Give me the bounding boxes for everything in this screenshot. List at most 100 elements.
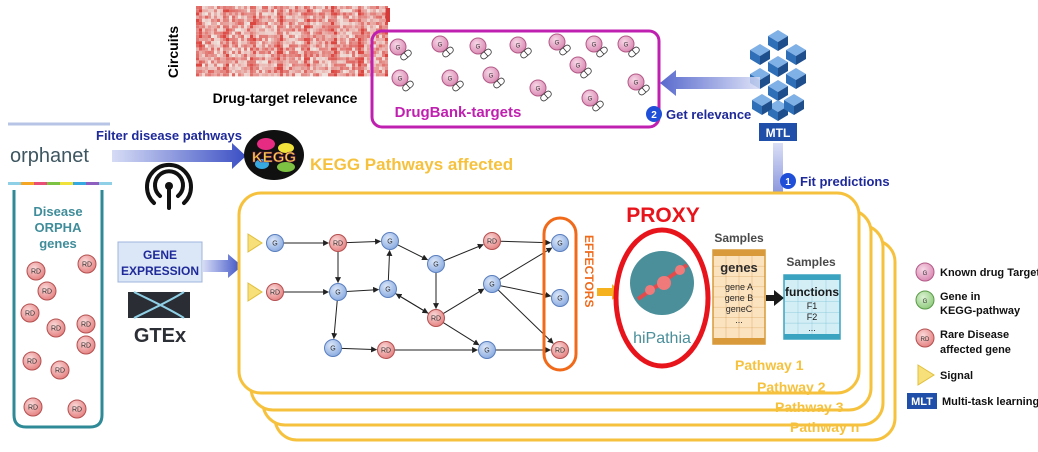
heatmap-cell — [346, 47, 349, 51]
heatmap-cell — [214, 73, 217, 77]
heatmap-cell — [220, 6, 223, 10]
heatmap-cell — [340, 66, 343, 70]
heatmap-cell — [271, 41, 274, 45]
heatmap-cell — [310, 60, 313, 64]
heatmap-cell — [289, 22, 292, 26]
heatmap-cell — [316, 9, 319, 13]
heatmap-cell — [376, 60, 379, 64]
heatmap-cell — [331, 70, 334, 74]
heatmap-cell — [337, 54, 340, 58]
heatmap-cell — [274, 12, 277, 16]
heatmap-cell — [268, 34, 271, 38]
heatmap-cell — [379, 63, 382, 67]
heatmap-cell — [337, 63, 340, 67]
heatmap-cell — [268, 38, 271, 42]
heatmap-cell — [283, 28, 286, 32]
heatmap-cell — [280, 73, 283, 77]
heatmap-cell — [259, 38, 262, 42]
heatmap-cell — [202, 34, 205, 38]
heatmap-cell — [367, 22, 370, 26]
pathway-edge — [443, 288, 485, 315]
heatmap-cell — [277, 66, 280, 70]
heatmap-cell — [385, 50, 388, 54]
heatmap-cell — [223, 18, 226, 22]
heatmap-cell — [364, 73, 367, 77]
heatmap-cell — [322, 25, 325, 29]
heatmap-cell — [268, 57, 271, 61]
heatmap-cell — [379, 41, 382, 45]
heatmap-cell — [322, 34, 325, 38]
heatmap-cell — [289, 38, 292, 42]
pathway-gene-node-circle — [266, 234, 284, 252]
heatmap-cell — [298, 73, 301, 77]
heatmap-cell — [235, 22, 238, 26]
heatmap-cell — [277, 34, 280, 38]
heatmap-cell — [268, 9, 271, 13]
heatmap-cell — [268, 6, 271, 10]
mtl-network-icon: MTL — [750, 30, 806, 141]
heatmap-cell — [289, 47, 292, 51]
heatmap-cell — [265, 6, 268, 10]
heatmap-cell — [364, 50, 367, 54]
heatmap-cell — [223, 15, 226, 19]
pathway-gene-node: G — [483, 275, 501, 293]
heatmap-cell — [322, 47, 325, 51]
heatmap-cell — [223, 25, 226, 29]
heatmap-cell — [208, 28, 211, 32]
heatmap-cell — [238, 12, 241, 16]
heatmap-cell — [253, 18, 256, 22]
heatmap-cell — [196, 31, 199, 35]
heatmap-cell — [325, 38, 328, 42]
heatmap-cell — [196, 47, 199, 51]
heatmap-cell — [319, 34, 322, 38]
pathway-gene-node: G — [381, 232, 399, 250]
heatmap-cell — [229, 31, 232, 35]
heatmap-cell — [235, 31, 238, 35]
heatmap-cell — [238, 47, 241, 51]
heatmap-cell — [352, 47, 355, 51]
heatmap-cell — [331, 15, 334, 19]
disease-node-5-letter: RD — [81, 322, 91, 329]
mtl-cube-10 — [784, 94, 804, 115]
heatmap-cell — [256, 47, 259, 51]
heatmap-cell — [247, 12, 250, 16]
heatmap-cell — [307, 60, 310, 64]
heatmap-cell — [361, 70, 364, 74]
heatmap-cell — [280, 70, 283, 74]
heatmap-cell — [280, 34, 283, 38]
heatmap-cell — [289, 18, 292, 22]
pathway-gene-node: G — [329, 283, 347, 301]
heatmap-cell — [265, 54, 268, 58]
heatmap-cell — [367, 6, 370, 10]
heatmap-cell — [292, 38, 295, 42]
heatmap-cell — [247, 70, 250, 74]
heatmap-cell — [292, 25, 295, 29]
heatmap-cell — [250, 34, 253, 38]
heatmap-cell — [349, 22, 352, 26]
heatmap-cell — [349, 73, 352, 77]
heatmap-cell — [214, 50, 217, 54]
heatmap-cell — [307, 12, 310, 16]
drugbank-node-13-letter: G — [634, 81, 639, 87]
heatmap-cell — [352, 57, 355, 61]
heatmap-cell — [373, 73, 376, 77]
heatmap-cell — [316, 38, 319, 42]
disease-node-11: RD — [67, 399, 87, 419]
heatmap-cell — [241, 38, 244, 42]
heatmap-cell — [277, 44, 280, 48]
heatmap-cell — [262, 44, 265, 48]
heatmap-cell — [268, 73, 271, 77]
heatmap-cell — [349, 44, 352, 48]
heatmap-cell — [244, 70, 247, 74]
heatmap-cell — [304, 41, 307, 45]
heatmap-cell — [298, 28, 301, 32]
heatmap-cell — [313, 70, 316, 74]
heatmap-cell — [271, 70, 274, 74]
heatmap-cell — [250, 28, 253, 32]
pathway-gene-node: G — [427, 255, 445, 273]
heatmap-cell — [316, 50, 319, 54]
heatmap-cell — [343, 41, 346, 45]
heatmap-cell — [277, 41, 280, 45]
heatmap-cell — [379, 54, 382, 58]
